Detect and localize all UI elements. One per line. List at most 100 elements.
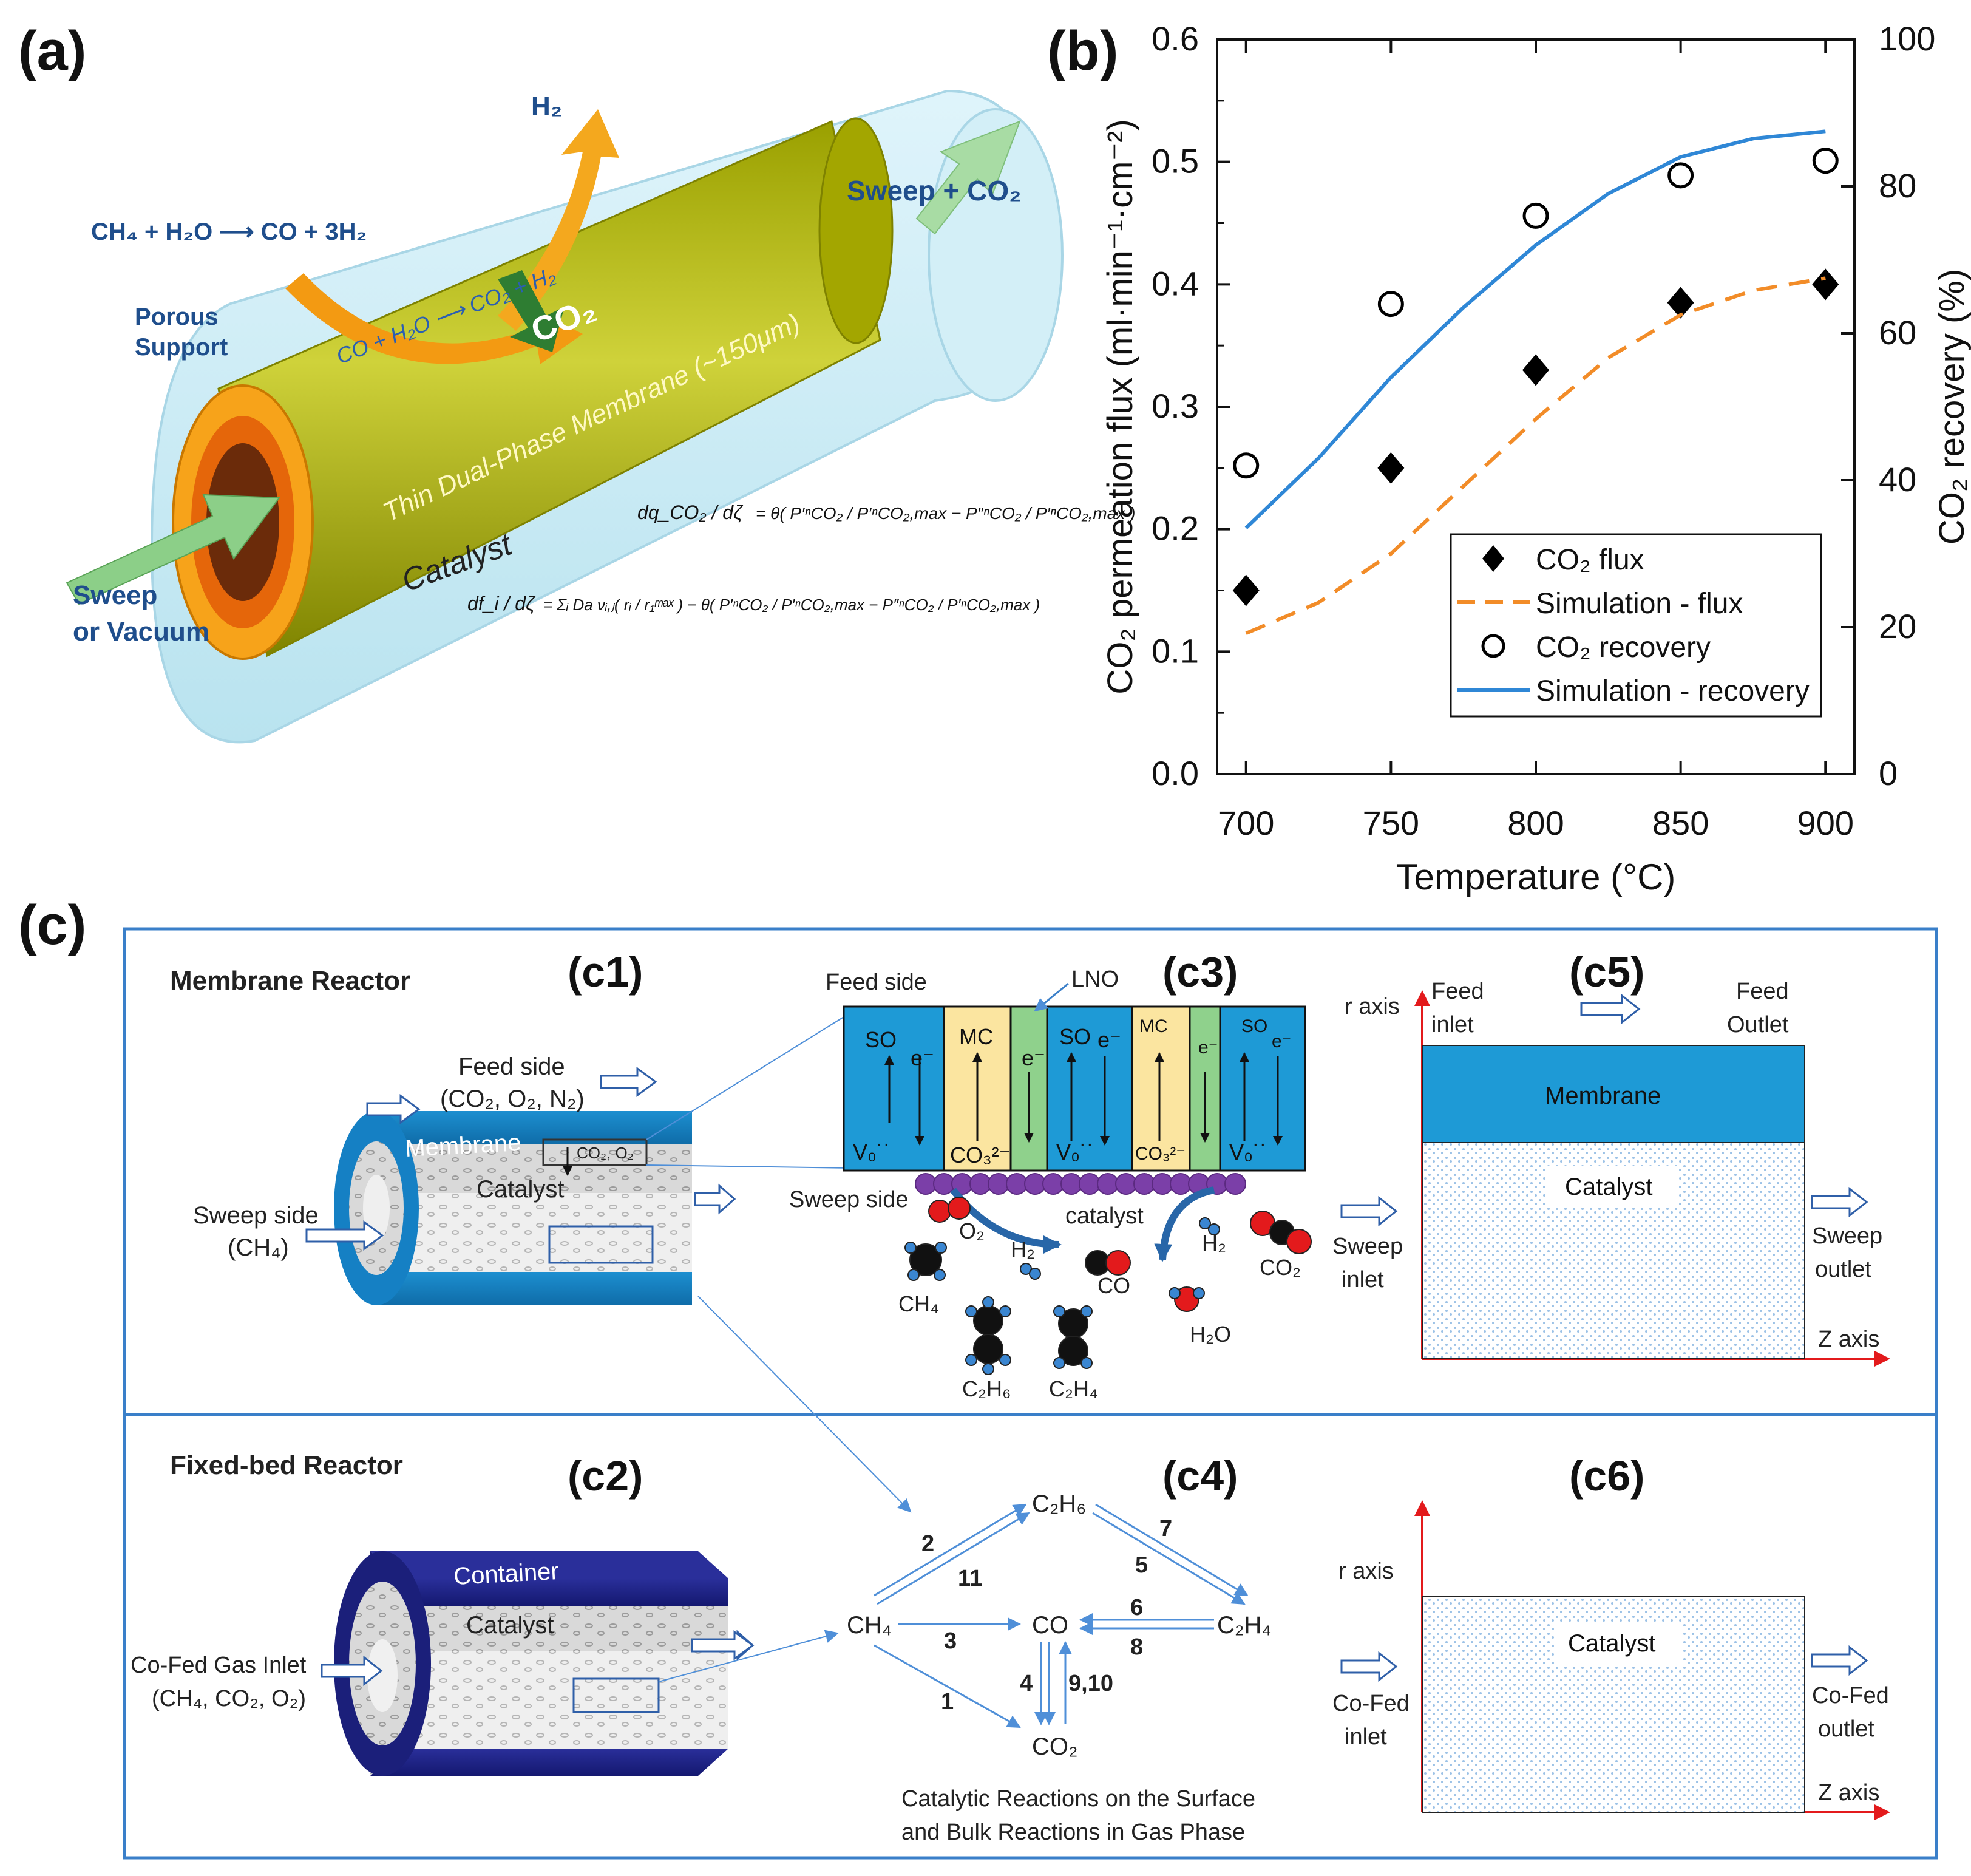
c1-co2o2: CO₂, O₂	[577, 1144, 634, 1162]
c3-o2: O₂	[959, 1218, 985, 1243]
c2-label: (c2)	[568, 1452, 643, 1500]
c3-ch4: CH₄	[898, 1291, 939, 1316]
h2o-hydrogen	[1169, 1287, 1181, 1299]
c3-c2h6: C₂H₆	[962, 1376, 1011, 1401]
c3-h2b: H₂	[1202, 1231, 1226, 1256]
c3-so-1: SO	[865, 1027, 897, 1052]
ch4-hydrogen	[907, 1269, 920, 1281]
c5-membrane: Membrane	[1545, 1082, 1661, 1109]
sweep-in-label-1: Sweep	[73, 580, 157, 610]
c1-sweep-out-arrow	[694, 1183, 736, 1215]
x-tick-label-850: 850	[1652, 804, 1709, 842]
co2-down-arrow	[498, 270, 565, 352]
c3-e-4: e⁻	[1198, 1038, 1218, 1058]
c3-e-3: e⁻	[1097, 1027, 1121, 1052]
catalyst-bead	[988, 1173, 1009, 1195]
co-oxygen	[1105, 1250, 1131, 1276]
catalyst-bead	[969, 1173, 991, 1195]
catalyst-bead	[1224, 1173, 1246, 1195]
y-axis-label: CO₂ permeation flux (ml·min⁻¹·cm⁻²)	[1101, 119, 1140, 694]
c5-catalyst: Catalyst	[1565, 1174, 1653, 1200]
c2h4-hydrogen	[1080, 1357, 1093, 1369]
c3-membrane-section	[843, 1005, 1306, 1195]
panel-a-label: (a)	[18, 20, 86, 82]
c3-c2h4: C₂H₄	[1049, 1376, 1098, 1401]
c4-n2: 2	[921, 1531, 934, 1557]
c3-co3-2: CO₃²⁻	[1135, 1144, 1186, 1164]
h2-exit-arrow	[498, 109, 619, 331]
c2h6-carbon	[973, 1305, 1003, 1336]
c3-mc-1: MC	[959, 1024, 993, 1049]
h2-atom	[1199, 1217, 1211, 1229]
ch4-carbon	[909, 1243, 942, 1276]
equation-1-rhs: = θ( P′ⁿCO₂ / P′ⁿCO₂,max − P″ⁿCO₂ / P′ⁿC…	[756, 504, 1135, 523]
c3-so-2: SO	[1059, 1024, 1091, 1049]
c1-membrane: Membrane	[404, 1129, 521, 1162]
c4-n7: 7	[1159, 1516, 1172, 1541]
flux-point-900	[1812, 268, 1839, 301]
c3-lno: LNO	[1071, 967, 1119, 992]
catalyst-bead	[1170, 1173, 1192, 1195]
c5-feed-inlet-2: inlet	[1431, 1012, 1474, 1038]
legend-marker-0	[1482, 545, 1504, 572]
c4-c2h4: C₂H₄	[1217, 1612, 1272, 1639]
y-tick-label-0.5: 0.5	[1152, 142, 1199, 180]
catalyst-bead	[1006, 1173, 1028, 1195]
c3-vo-2: V₀˙˙	[1056, 1140, 1094, 1164]
ch4-hydrogen	[935, 1242, 947, 1254]
c1-sweep-in-arrow	[305, 1220, 384, 1251]
c1-sweep-side: Sweep side	[193, 1202, 319, 1229]
c2-to-c4-zoom-line	[658, 1630, 839, 1682]
c2-container: Container	[453, 1558, 560, 1590]
c1-catalyst: Catalyst	[477, 1176, 565, 1203]
c4-n5: 5	[1135, 1552, 1148, 1578]
c4-n4: 4	[1020, 1671, 1033, 1696]
c2-inlet-arrow	[321, 1655, 383, 1687]
c5-z-axis: Z axis	[1818, 1327, 1879, 1352]
legend-label-0: CO₂ flux	[1536, 544, 1644, 576]
flux-point-800	[1522, 354, 1549, 386]
c1-membrane-tube	[334, 1111, 692, 1305]
x-tick-label-750: 750	[1363, 804, 1419, 842]
fixed-bed-reactor-box	[123, 1413, 1938, 1860]
c6-cofed-inlet-1: Co-Fed	[1332, 1691, 1410, 1716]
h2-atom	[1208, 1223, 1220, 1235]
c3-co2: CO₂	[1260, 1255, 1301, 1280]
ch4-hydrogen	[934, 1269, 946, 1281]
membrane-reactor-title: Membrane Reactor	[170, 966, 410, 996]
c2-cofed-1: Co-Fed Gas Inlet	[131, 1653, 307, 1678]
c3-lno-pointer	[1034, 982, 1069, 1012]
panel-b-label: (b)	[1047, 20, 1118, 82]
c3-catalyst: catalyst	[1065, 1203, 1144, 1229]
c2h4-hydrogen	[1080, 1305, 1093, 1317]
c2h6-hydrogen	[965, 1354, 977, 1366]
c1-feed-gases: (CO₂, O₂, N₂)	[440, 1086, 585, 1112]
legend-marker-2	[1481, 634, 1505, 658]
flux-point-700	[1232, 574, 1260, 607]
c3-vo-3: V₀˙˙	[1229, 1140, 1267, 1164]
c6-inlet-arrow	[1340, 1651, 1398, 1682]
c5-label: (c5)	[1569, 948, 1644, 996]
c5-feed-outlet-2: Outlet	[1727, 1012, 1789, 1038]
equation-2-lhs: df_i / dζ	[467, 593, 536, 614]
y-tick-label-0.3: 0.3	[1152, 387, 1199, 425]
c1-to-c4-zoom-line	[697, 1296, 912, 1513]
porous-support-label-1: Porous	[135, 304, 219, 330]
c4-n6: 6	[1130, 1595, 1143, 1620]
c2-fixed-bed-tube	[334, 1551, 728, 1776]
catalyst-bead	[933, 1173, 955, 1195]
c2h6-hydrogen	[965, 1305, 977, 1317]
h2o-hydrogen	[1193, 1287, 1205, 1299]
c3-molecules	[904, 1197, 1312, 1375]
c3-vo-1: V₀˙˙	[853, 1140, 891, 1164]
c6-catalyst: Catalyst	[1568, 1630, 1656, 1657]
c2h6-carbon	[973, 1334, 1003, 1364]
c5-domain	[1414, 990, 1890, 1367]
catalyst-bead	[1115, 1173, 1137, 1195]
o2-atom	[948, 1197, 971, 1220]
sweep-in-label-2: or Vacuum	[73, 617, 209, 647]
reaction-top: CH₄ + H₂O ⟶ CO + 3H₂	[91, 219, 367, 245]
c3-mc-2: MC	[1139, 1016, 1168, 1036]
c6-r-axis: r axis	[1338, 1558, 1394, 1584]
